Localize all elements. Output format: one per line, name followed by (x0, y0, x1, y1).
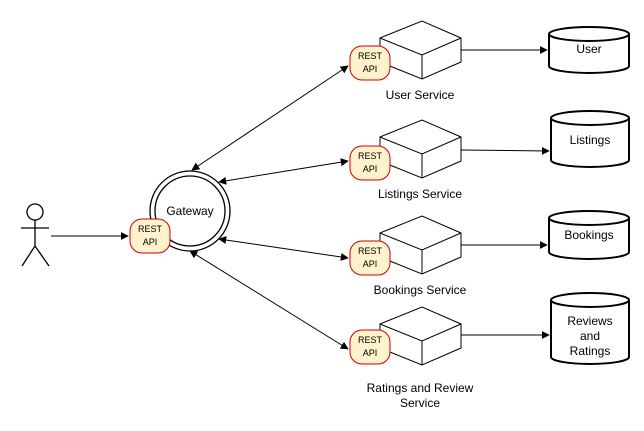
gateway-listings-service-arrow (218, 158, 349, 185)
user-service-api-line1: REST (358, 51, 383, 61)
bookings-service-label: Bookings Service (374, 283, 467, 297)
gateway-api-line1: REST (138, 224, 163, 234)
bookings-db-label: Bookings (564, 228, 613, 242)
ratings-service-label-line1: Ratings and Review (367, 381, 474, 395)
user-service-node (379, 20, 462, 80)
ratings-service-node (379, 306, 462, 366)
user-actor-icon (21, 203, 50, 267)
bookings-database-icon: Bookings (548, 210, 630, 260)
gateway-user-service-arrow (191, 65, 349, 171)
reviews-db-label-line3: Ratings (570, 344, 611, 358)
user-service-rest-api-badge: REST API (349, 45, 391, 81)
gateway-api-line2: API (143, 237, 158, 247)
gateway-rest-api-badge: REST API (129, 218, 171, 254)
listings-service-api-line1: REST (358, 151, 383, 161)
listings-db-label: Listings (570, 133, 611, 147)
gateway-label: Gateway (166, 204, 213, 218)
ratings-service-api-line1: REST (358, 335, 383, 345)
user-database-icon: User (548, 26, 630, 74)
ratings-service-api-line2: API (363, 348, 378, 358)
reviews-database-icon: Reviews and Ratings (550, 292, 630, 365)
listings-database-icon: Listings (550, 110, 630, 168)
ratings-service-label-line2: Service (400, 396, 440, 410)
listings-service-node (379, 119, 462, 179)
bookings-service-api-line2: API (363, 259, 378, 269)
listings-service-rest-api-badge: REST API (349, 145, 391, 181)
gateway-bookings-service-arrow (218, 236, 349, 261)
listings-service-api-line2: API (363, 164, 378, 174)
listings-service-label: Listings Service (378, 187, 462, 201)
reviews-db-label-line1: Reviews (567, 314, 612, 328)
user-service-api-line2: API (363, 64, 378, 74)
ratings-service-rest-api-badge: REST API (349, 329, 391, 365)
listings-service-to-db-arrow (460, 146, 550, 155)
user-service-label: User Service (386, 88, 455, 102)
user-db-label: User (576, 42, 601, 56)
reviews-db-label-line2: and (580, 329, 600, 343)
bookings-service-api-line1: REST (358, 246, 383, 256)
bookings-service-node (379, 215, 462, 275)
bookings-service-rest-api-badge: REST API (349, 240, 391, 276)
gateway-ratings-service-arrow (189, 250, 349, 350)
